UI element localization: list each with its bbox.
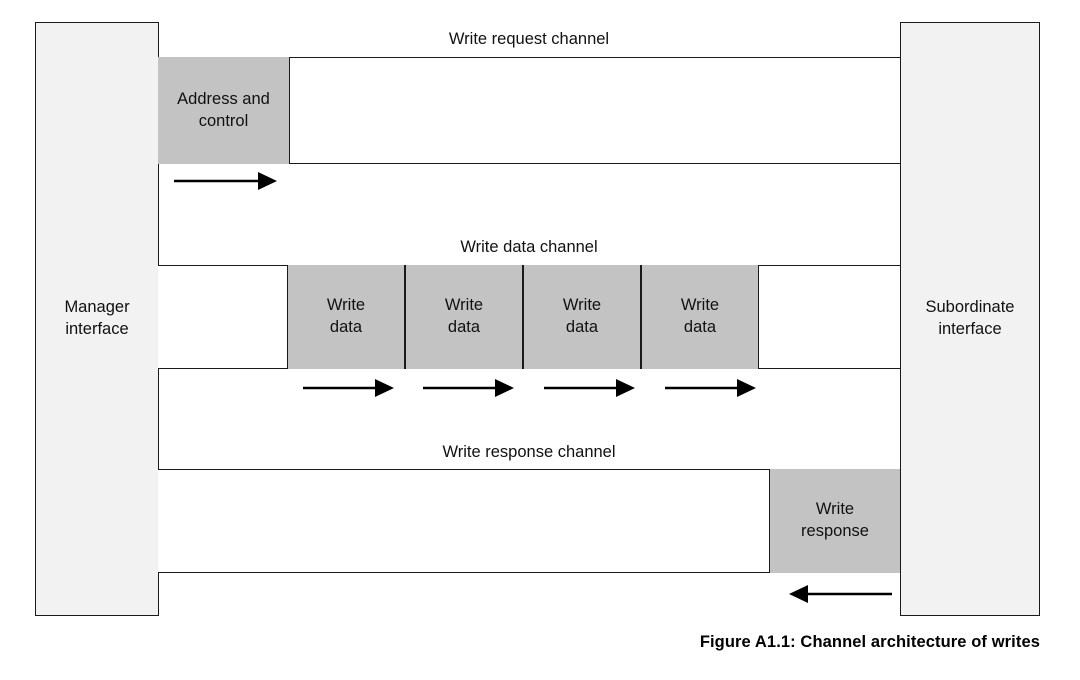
subordinate-interface-label-line2: interface (938, 320, 1002, 338)
write-data-box: Write data (287, 265, 405, 369)
write-data-line1: Write (326, 296, 366, 315)
manager-interface-label: Manager interface (64, 297, 129, 341)
manager-interface-label-line2: interface (65, 320, 129, 338)
write-data-line2: data (447, 318, 481, 336)
write-data-line2: data (565, 318, 599, 336)
write-response-label: Write response (801, 499, 869, 543)
address-and-control-label: Address and control (177, 89, 270, 133)
write-response-line2: response (801, 522, 869, 540)
write-data-line1: Write (680, 296, 720, 315)
write-data-arrow-right-icon (423, 379, 514, 397)
manager-interface-label-line1: Manager (64, 298, 130, 317)
write-data-label: Write data (327, 295, 365, 339)
write-data-line1: Write (444, 296, 484, 315)
write-data-arrow-right-icon (544, 379, 635, 397)
write-data-arrow-right-icon (665, 379, 756, 397)
write-response-line1: Write (815, 500, 855, 519)
subordinate-interface-label: Subordinate interface (926, 297, 1015, 341)
manager-interface-block: Manager interface (35, 22, 159, 616)
write-request-channel-label: Write request channel (448, 30, 610, 48)
write-data-line2: data (329, 318, 363, 336)
write-response-box: Write response (769, 469, 900, 573)
write-response-channel-label: Write response channel (442, 443, 616, 461)
address-and-control-line2: control (198, 111, 249, 130)
write-data-label: Write data (445, 295, 483, 339)
write-data-box: Write data (523, 265, 641, 369)
write-data-box: Write data (405, 265, 523, 369)
write-data-line2: data (683, 318, 717, 336)
address-and-control-line1: Address and (177, 89, 270, 108)
write-data-channel-label: Write data channel (460, 238, 598, 256)
subordinate-interface-label-line1: Subordinate (925, 298, 1015, 317)
write-data-line1: Write (562, 296, 602, 315)
write-request-arrow-right-icon (174, 172, 277, 190)
write-data-box: Write data (641, 265, 759, 369)
address-and-control-box: Address and control (158, 57, 290, 164)
write-response-arrow-left-icon (789, 585, 892, 603)
write-data-label: Write data (681, 295, 719, 339)
subordinate-interface-block: Subordinate interface (900, 22, 1040, 616)
figure-caption: Figure A1.1: Channel architecture of wri… (699, 633, 1040, 651)
write-data-label: Write data (563, 295, 601, 339)
write-data-arrow-right-icon (303, 379, 394, 397)
